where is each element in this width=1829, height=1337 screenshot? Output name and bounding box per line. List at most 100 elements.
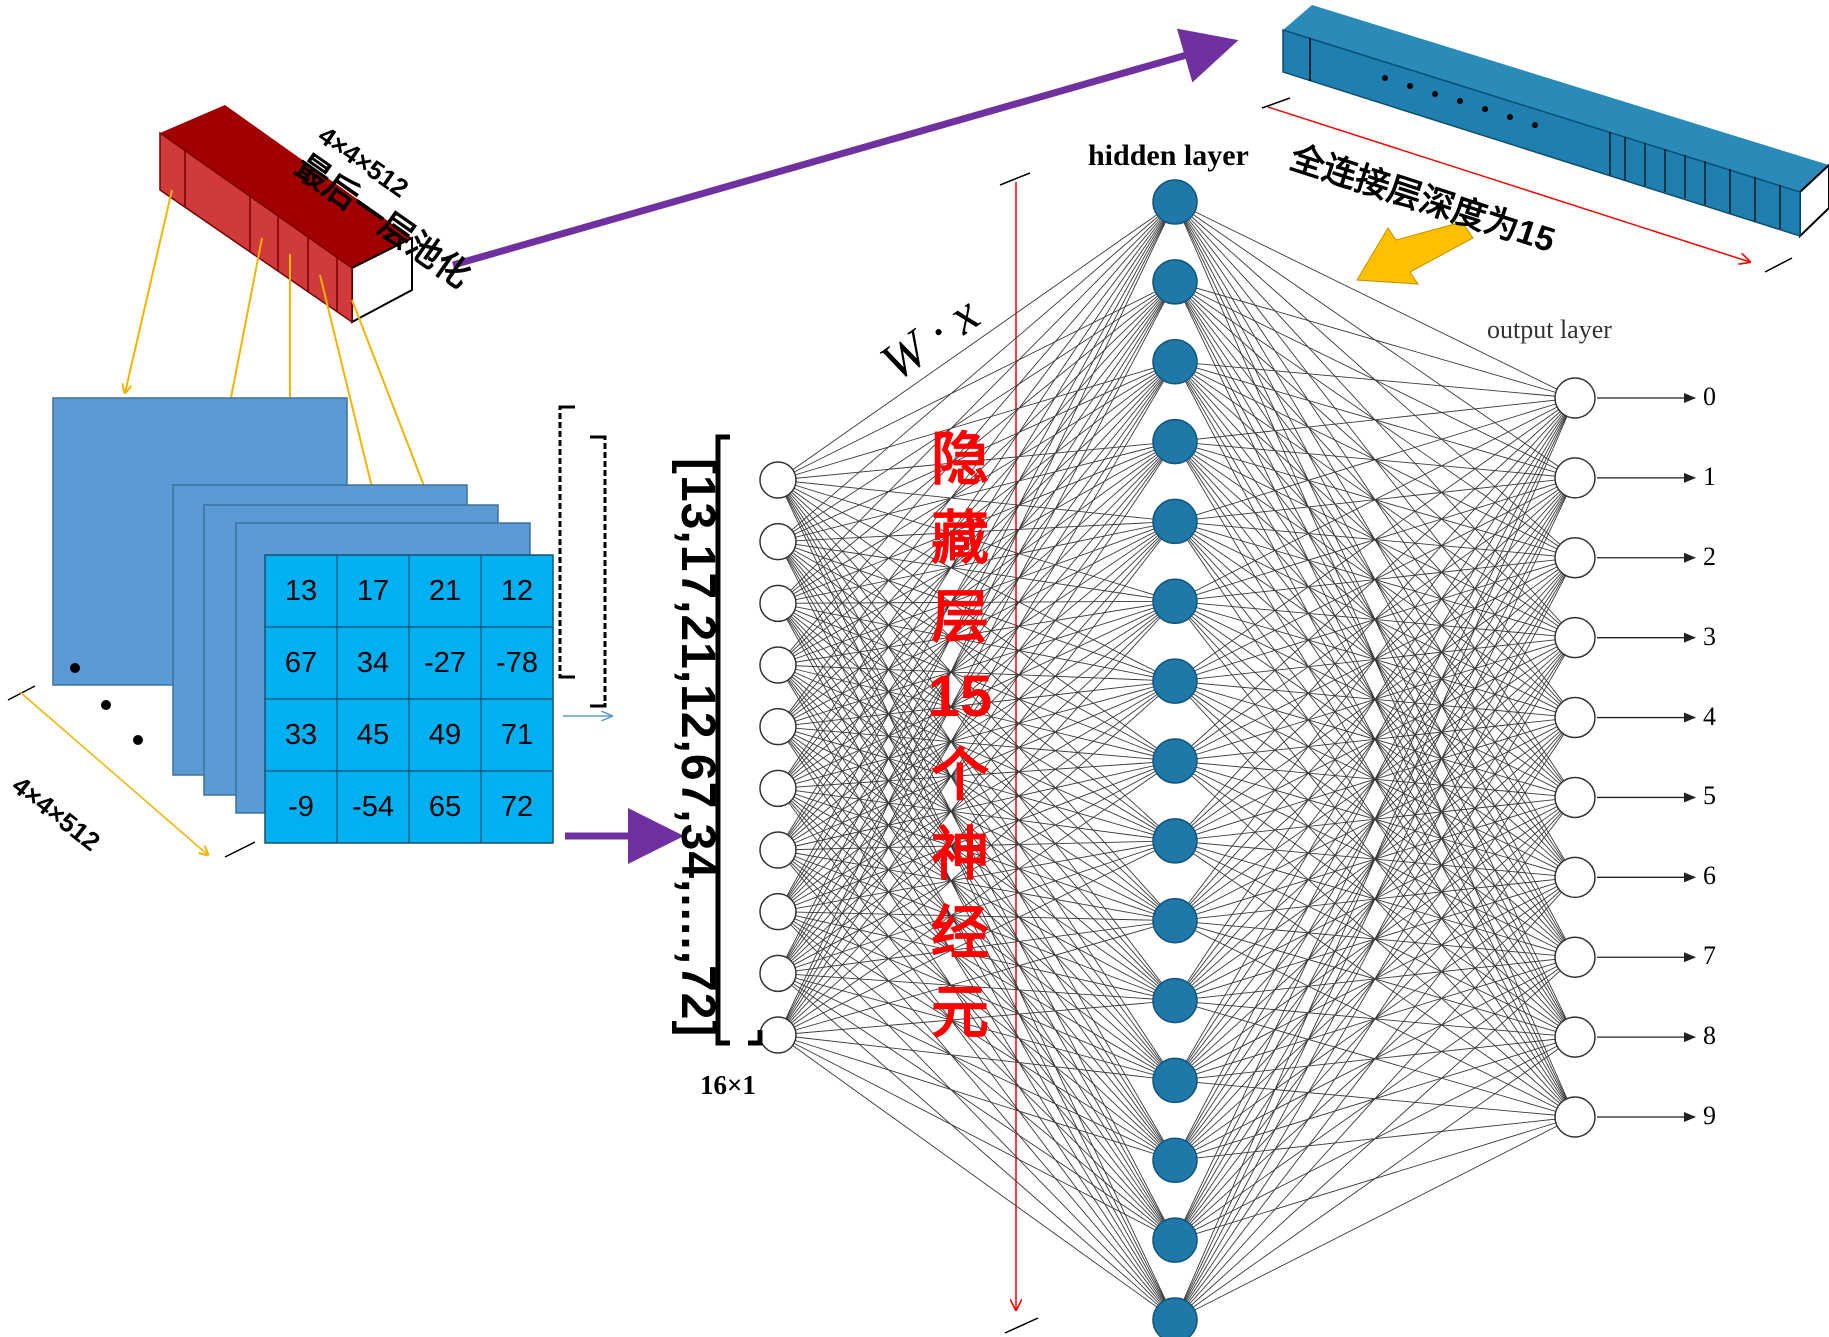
input-hidden-edge	[777, 602, 1176, 922]
hidden-node	[1152, 498, 1198, 545]
matrix-cell: 65	[428, 790, 462, 823]
hidden-neuron-note: 隐藏层15个神经元	[927, 427, 993, 1045]
input-hidden-edge	[777, 664, 1176, 1321]
input-hidden-edge	[777, 600, 1176, 666]
hidden-node	[1152, 418, 1198, 465]
output-label: 1	[1703, 461, 1716, 491]
input-hidden-edge	[777, 201, 1176, 1036]
hidden-node	[1152, 1137, 1198, 1184]
output-node	[1554, 537, 1596, 579]
input-hidden-edge	[777, 760, 1176, 974]
hidden-node	[1152, 897, 1198, 944]
input-hidden-edge	[777, 479, 1176, 682]
hidden-output-edge	[1174, 397, 1576, 1241]
input-hidden-edge	[777, 361, 1176, 481]
input-hidden-edge	[777, 664, 1176, 1081]
input-hidden-edge	[777, 840, 1176, 913]
purple-arrows	[452, 28, 1239, 864]
input-hidden-edge	[777, 281, 1176, 727]
input-hidden-edge	[777, 600, 1176, 604]
matrix-cell: 12	[500, 574, 534, 607]
hidden-node	[1152, 179, 1198, 225]
input-hidden-edge	[777, 361, 1176, 912]
matrix-cell: 13	[284, 574, 318, 607]
input-hidden-edge	[777, 911, 1176, 1002]
input-hidden-edge	[777, 479, 1176, 522]
hidden-output-edge	[1174, 397, 1576, 602]
hidden-node	[1152, 338, 1198, 385]
input-hidden-edge	[777, 541, 1176, 682]
input-hidden-edge	[777, 521, 1176, 1036]
output-label: 3	[1703, 621, 1716, 651]
hidden-output-edge	[1174, 1036, 1576, 1321]
input-hidden-edge	[777, 201, 1176, 543]
input-hidden-edge	[777, 201, 1176, 481]
input-hidden-edge	[777, 600, 1176, 728]
hidden-layer-title: hidden layer	[1088, 139, 1249, 172]
output-label: 9	[1703, 1101, 1716, 1130]
input-hidden-edge	[777, 479, 1176, 842]
input-node	[759, 954, 797, 993]
network-nodes	[759, 179, 1596, 1337]
input-hidden-edge	[777, 281, 1176, 912]
matrix-cell: 71	[500, 718, 534, 751]
matrix-cell: 21	[428, 574, 462, 607]
hidden-output-edge	[1174, 281, 1576, 399]
hidden-output-edge	[1174, 956, 1576, 1321]
input-hidden-edge	[777, 201, 1176, 727]
hidden-output-edge	[1174, 397, 1576, 921]
hidden-node	[1152, 578, 1198, 625]
input-hidden-edge	[777, 479, 1176, 1321]
input-hidden-edge	[777, 201, 1176, 974]
input-hidden-edge	[777, 441, 1176, 1036]
input-vector-brackets	[715, 434, 763, 1046]
input-hidden-edge	[777, 603, 1176, 1081]
dimension-lines	[7, 685, 256, 858]
input-hidden-edge	[777, 603, 1176, 1161]
hidden-node	[1152, 977, 1198, 1024]
hidden-output-edge	[1174, 717, 1576, 1321]
input-vector-dims: 16×1	[700, 1070, 756, 1100]
input-hidden-edge	[777, 441, 1176, 912]
hidden-output-edge	[1174, 797, 1576, 1321]
input-hidden-edge	[777, 541, 1176, 842]
input-hidden-edge	[777, 479, 1176, 1001]
input-hidden-edge	[777, 201, 1176, 666]
input-hidden-edge	[777, 849, 1176, 1161]
matrix-cell: -27	[424, 646, 466, 679]
input-hidden-edge	[777, 281, 1176, 851]
feature-matrix	[264, 554, 554, 844]
input-hidden-edge	[777, 541, 1176, 602]
input-hidden-edge	[777, 602, 1176, 762]
input-hidden-edge	[777, 840, 1176, 851]
input-hidden-edge	[777, 201, 1176, 604]
input-hidden-edge	[777, 201, 1176, 851]
input-hidden-edge	[777, 1000, 1176, 1036]
input-hidden-edge	[777, 361, 1176, 789]
input-hidden-edge	[777, 849, 1176, 1321]
input-hidden-edge	[777, 361, 1176, 727]
matrix-cell: 33	[284, 718, 318, 751]
matrix-cell: -54	[352, 790, 394, 823]
input-hidden-edge	[777, 541, 1176, 1321]
hidden-output-edge	[1174, 397, 1576, 842]
input-hidden-edge	[777, 479, 1176, 922]
input-hidden-edge	[777, 840, 1176, 974]
output-node	[1554, 457, 1596, 499]
output-node	[1554, 616, 1596, 659]
input-hidden-edge	[777, 281, 1176, 604]
input-hidden-edge	[777, 760, 1176, 1036]
output-label: 0	[1703, 382, 1716, 411]
input-node	[759, 646, 797, 684]
hidden-output-edge	[1174, 397, 1576, 1321]
input-hidden-edge	[777, 441, 1176, 974]
input-hidden-edge	[777, 479, 1176, 1241]
hidden-output-edge	[1174, 397, 1576, 1081]
input-hidden-edge	[777, 541, 1176, 1001]
output-layer-title: output layer	[1487, 315, 1612, 344]
input-hidden-edge	[777, 849, 1176, 922]
input-hidden-edge	[777, 849, 1176, 1241]
input-hidden-edge	[777, 726, 1176, 922]
input-hidden-edge	[777, 521, 1176, 912]
hidden-output-edge	[1174, 201, 1576, 399]
